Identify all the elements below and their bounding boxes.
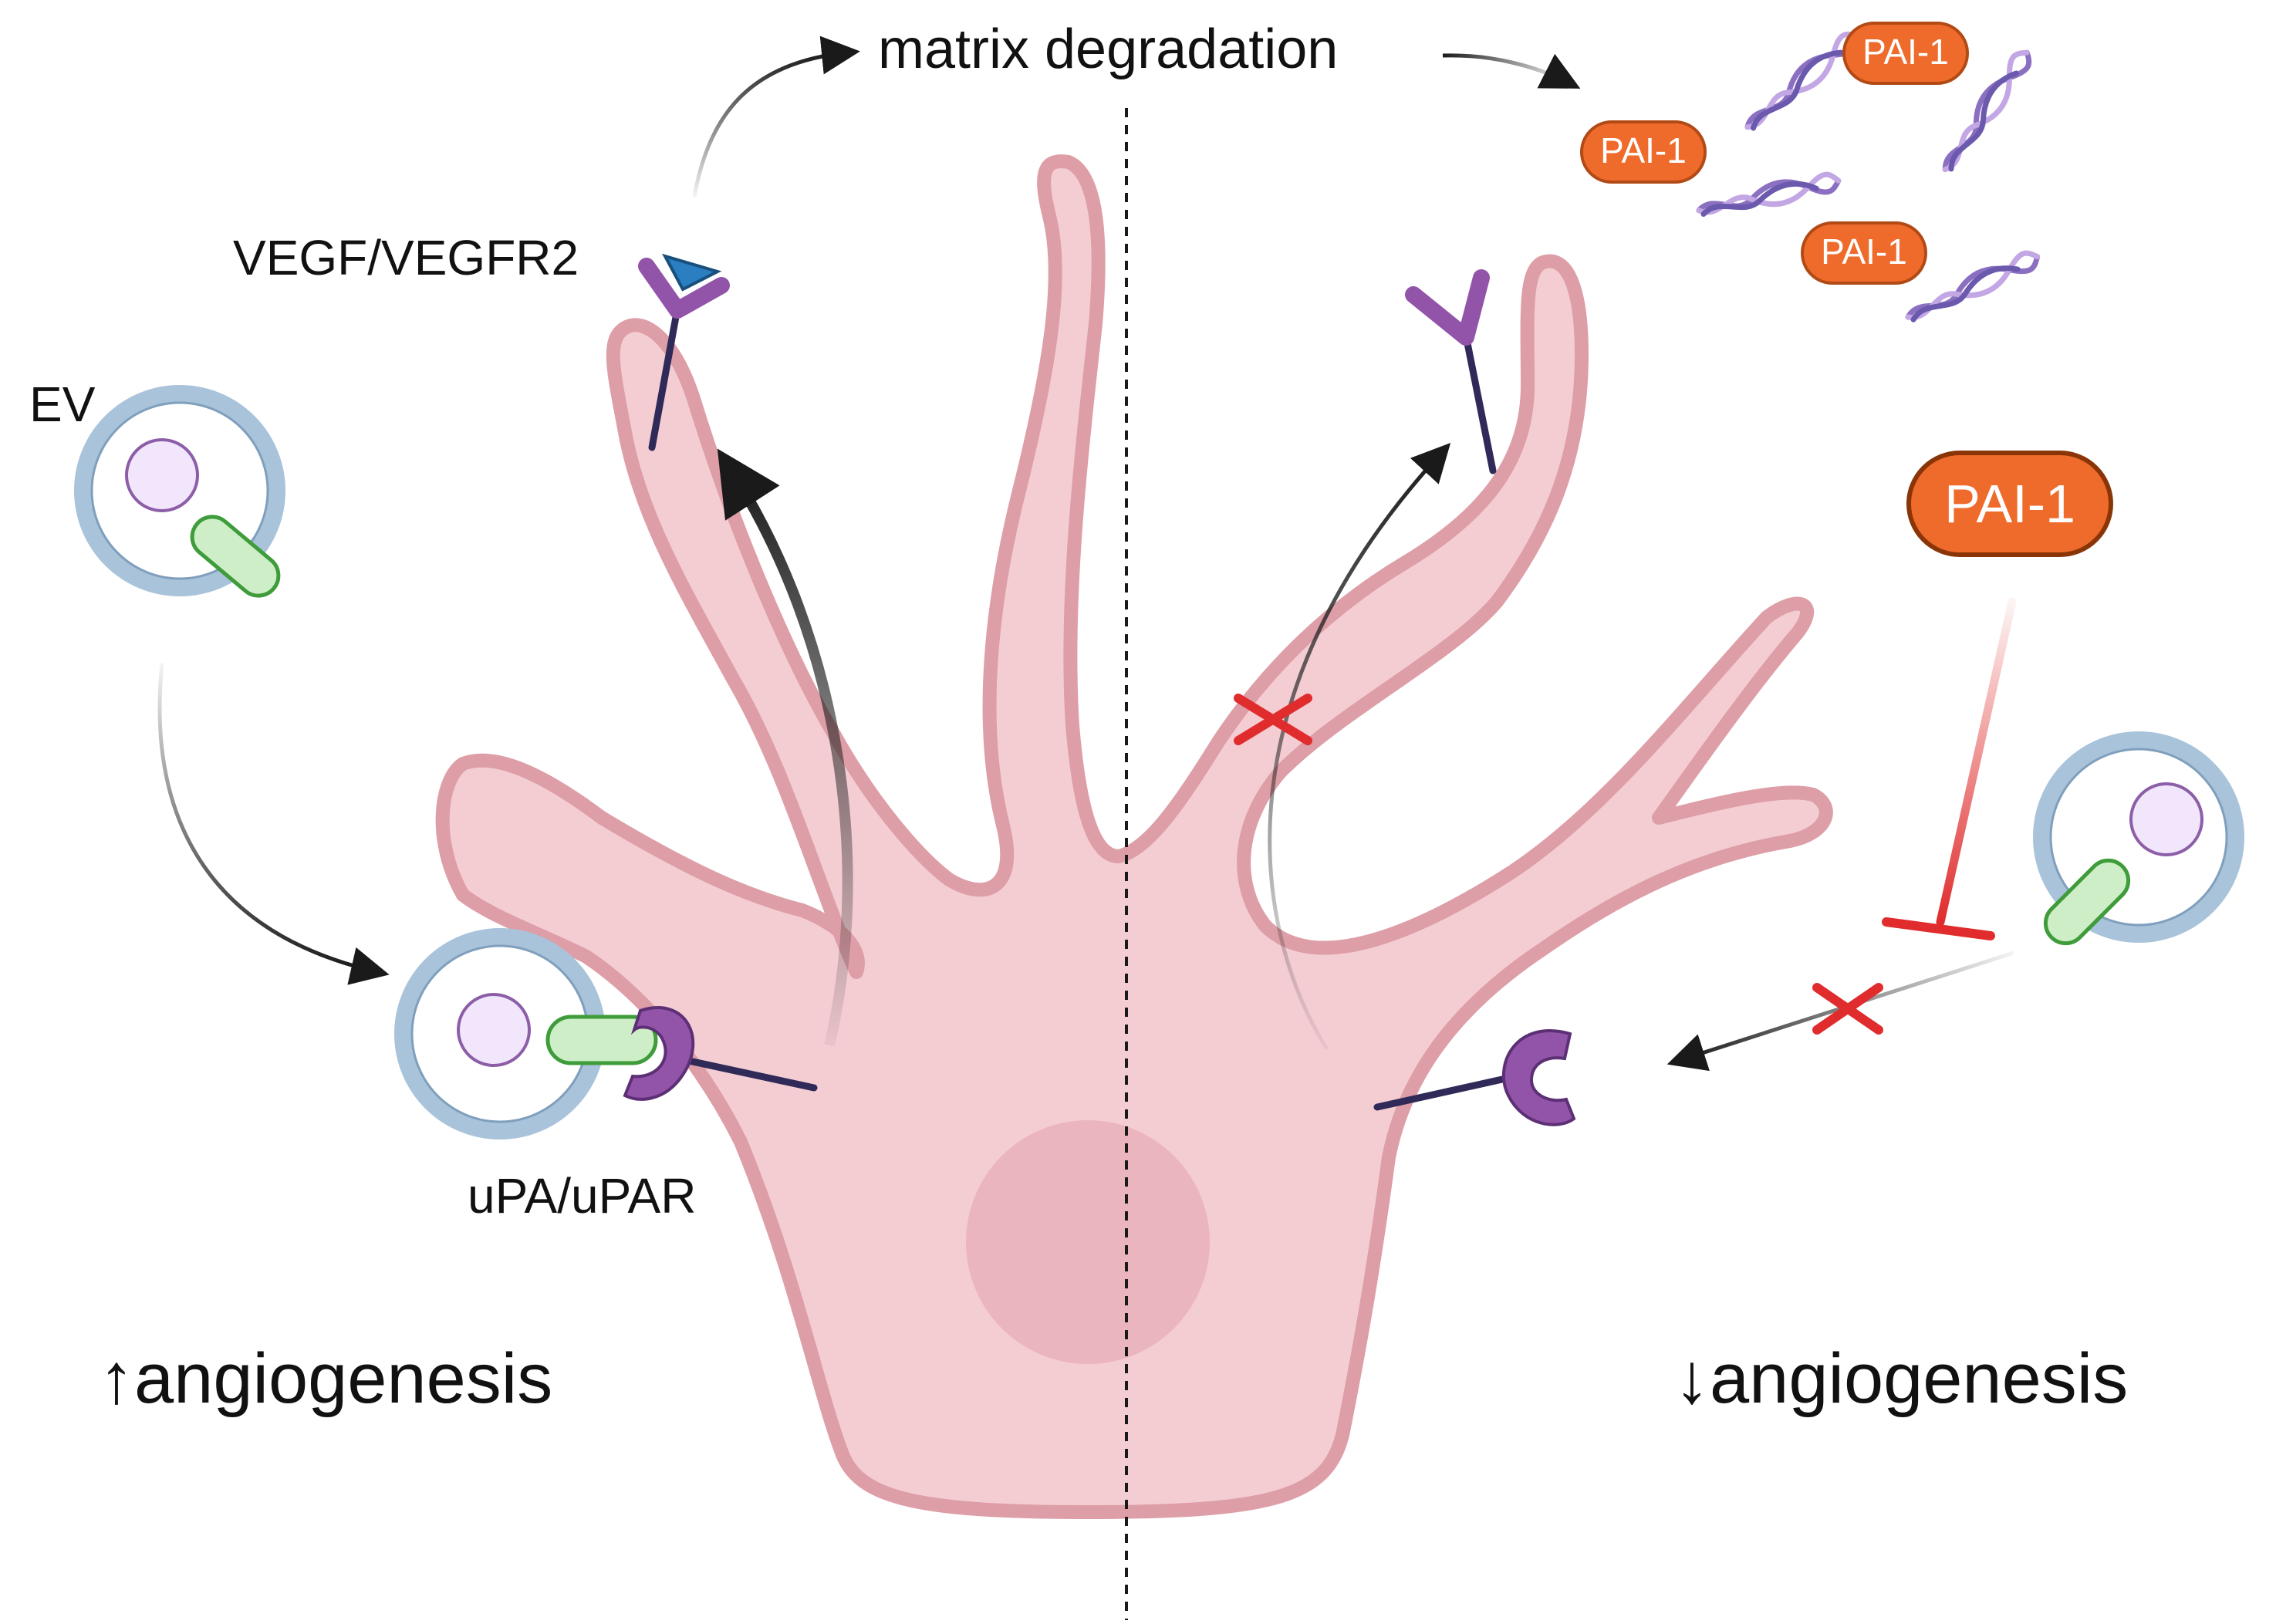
pai1-pill-3-label: PAI-1: [1821, 231, 1907, 272]
inhibition-bar-icon: [1882, 597, 2017, 940]
extracellular-vesicle-right-icon: [2033, 731, 2244, 946]
vegfr2-receptor-icon: [638, 258, 730, 451]
pai1-pill-2-label: PAI-1: [1600, 130, 1687, 171]
vegf-ligand-icon: [661, 253, 722, 292]
angiogenesis-down-label: ↓angiogenesis: [1674, 1339, 2128, 1418]
pai1-inhibitor-label: PAI-1: [1944, 474, 2075, 534]
endothelial-cell: [435, 154, 1833, 1519]
upa-upar-label: uPA/uPAR: [468, 1168, 696, 1224]
upa-cargo-icon: [545, 1015, 658, 1065]
cell-nucleus: [966, 1120, 1210, 1364]
extracellular-vesicle-icon: [74, 385, 285, 598]
arrow-ev-to-receptor: [157, 663, 390, 985]
pai1-pill-3: PAI-1: [1801, 221, 1927, 285]
cell-body: [435, 154, 1833, 1519]
ev-core: [125, 438, 199, 512]
arrow-upregulate-vegf: [717, 448, 853, 1047]
block-x-ev-icon: [1812, 983, 1883, 1035]
vegfr2-receptor-right-icon: [1405, 269, 1497, 474]
upar-receptor-right-icon: [1373, 1029, 1576, 1126]
upar-receptor-icon: [623, 1006, 818, 1101]
block-x-icon: [1234, 694, 1312, 745]
angiogenesis-up-label: ↑angiogenesis: [99, 1339, 552, 1418]
bound-extracellular-vesicle-icon: [394, 928, 658, 1140]
collagen-fiber-icon: [1696, 31, 2041, 322]
arrow-from-matrix-degradation: [1442, 53, 1581, 89]
arrow-to-matrix-degradation: [692, 35, 860, 198]
ev-label: EV: [29, 376, 96, 432]
arrow-blocked-vegf: [1268, 442, 1451, 1051]
matrix-degradation-label: matrix degradation: [878, 19, 1338, 80]
vegf-vegfr2-label: VEGF/VEGFR2: [233, 230, 579, 285]
pai1-pill-2: PAI-1: [1580, 120, 1707, 184]
pai1-pill-1: PAI-1: [1842, 22, 1969, 85]
pai1-pill-1-label: PAI-1: [1862, 32, 1949, 72]
ev-cargo-icon: [190, 515, 281, 598]
pai1-inhibitor-pill: PAI-1: [1906, 451, 2113, 557]
